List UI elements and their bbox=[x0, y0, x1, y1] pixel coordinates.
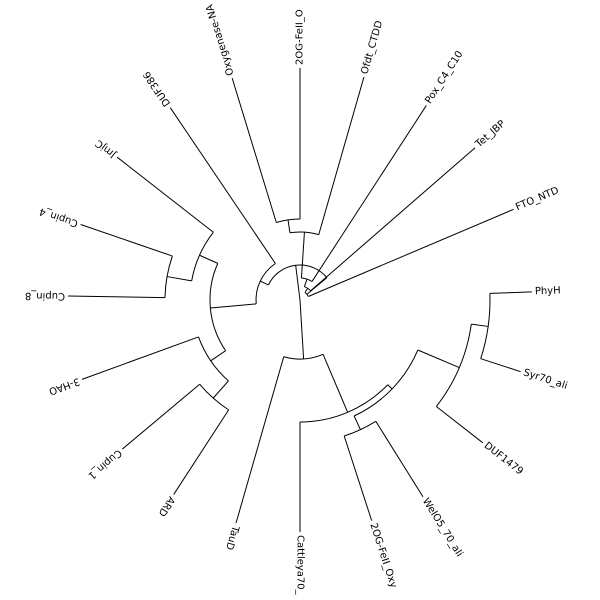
branch-n_tet bbox=[304, 288, 309, 293]
branch-l07 bbox=[235, 356, 285, 524]
branch-n_pox bbox=[303, 278, 308, 287]
leaf-label: DUF1479 bbox=[482, 440, 525, 477]
branch-l17 bbox=[318, 76, 365, 235]
branch-n_jmj bbox=[199, 254, 218, 264]
leaf-label: DUF386 bbox=[142, 69, 173, 108]
leaf-label: TauD bbox=[223, 523, 241, 551]
leaf-label: 3-HAO bbox=[47, 375, 81, 396]
branch-n_hao bbox=[210, 350, 226, 362]
branch-l18 bbox=[311, 105, 427, 282]
branch-l01 bbox=[489, 291, 532, 294]
tree-branches bbox=[68, 68, 532, 532]
branch-l04 bbox=[375, 421, 424, 498]
branch-n_ox bbox=[287, 219, 291, 233]
leaf-label: PhyH bbox=[535, 285, 561, 297]
branch-n_wel bbox=[353, 415, 361, 430]
leaf-label: Oxygenase-NA bbox=[204, 3, 236, 77]
leaf-label: Syr70_ali bbox=[522, 367, 569, 392]
branch-n_b bbox=[322, 354, 349, 413]
leaf-label: Cupin_8 bbox=[25, 290, 65, 302]
branch-l14 bbox=[169, 107, 276, 264]
branch-n_ard bbox=[212, 380, 229, 399]
leaf-label: 2OG-FeII_Oxy bbox=[367, 522, 398, 590]
branch-l09 bbox=[121, 383, 200, 450]
leaf-label: Cattleya70_ bbox=[295, 535, 306, 596]
branch-l20 bbox=[308, 208, 514, 297]
branch-n_duf386 bbox=[260, 280, 269, 286]
leaf-label: Ofdt_CTDD bbox=[359, 19, 385, 75]
branch-l03 bbox=[436, 406, 484, 444]
branch-n_phy bbox=[471, 323, 489, 327]
branch-n_e bbox=[295, 265, 301, 301]
leaf-label: Pox_C4_C10 bbox=[423, 49, 465, 106]
branch-l13 bbox=[116, 156, 214, 233]
leaf-label: Cupin_1 bbox=[86, 447, 124, 481]
leaf-label: 2OG-FeII_O bbox=[295, 9, 306, 65]
leaf-label: JmjC bbox=[94, 137, 119, 160]
branch-n_ox2 bbox=[300, 232, 305, 279]
branch-n_c bbox=[299, 299, 305, 359]
branch-l10 bbox=[81, 336, 199, 380]
leaf-label: Cupin_4 bbox=[38, 205, 80, 228]
branch-n_d bbox=[210, 303, 257, 309]
branch-n_duf bbox=[417, 349, 460, 369]
branch-l11 bbox=[68, 295, 166, 299]
branch-n_fto bbox=[306, 277, 328, 295]
branch-l19 bbox=[310, 147, 476, 292]
branch-l12 bbox=[80, 223, 173, 257]
branch-n_cup48 bbox=[166, 276, 192, 282]
branch-n_a bbox=[387, 384, 393, 390]
branch-l05 bbox=[343, 435, 373, 521]
leaf-label: Tet_JBP bbox=[473, 119, 508, 151]
branch-l08 bbox=[173, 409, 230, 495]
branch-l02 bbox=[480, 358, 521, 373]
node-arc-n_a bbox=[353, 349, 419, 417]
leaf-label: WelO5_70_ali bbox=[420, 496, 465, 559]
branch-l15 bbox=[231, 77, 277, 223]
leaf-label: ARD bbox=[156, 494, 177, 518]
leaf-label: FTO_NTD bbox=[514, 185, 561, 213]
